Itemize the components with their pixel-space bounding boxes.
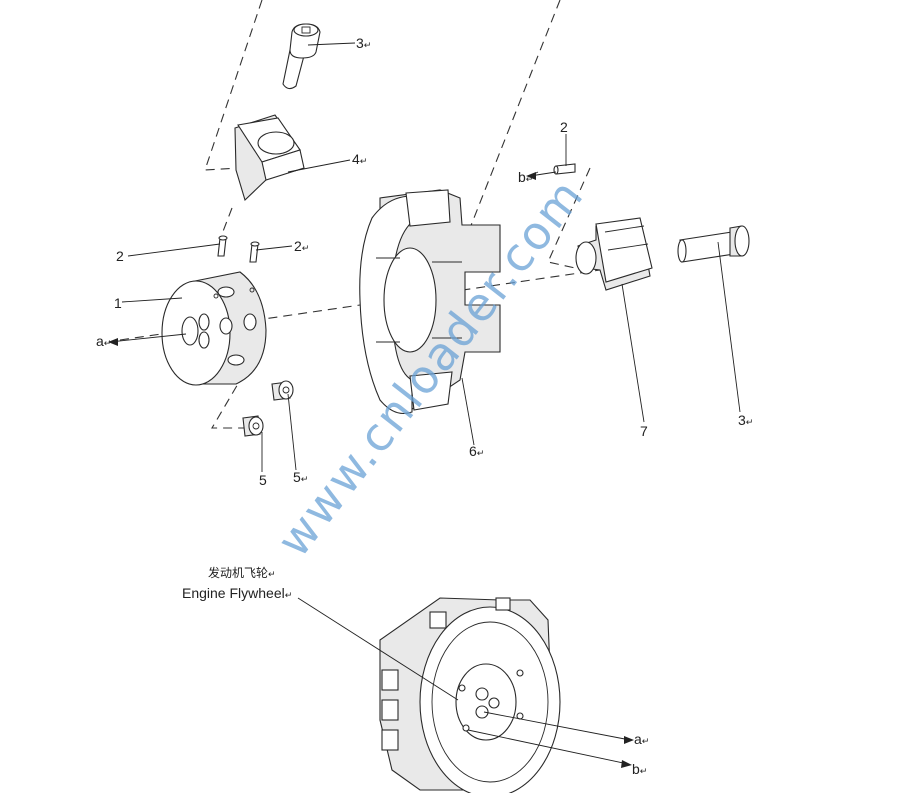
flywheel-label-cn: 发动机飞轮↵ [208,565,276,580]
callout-spider: 6↵ [469,443,484,459]
callout-bushing-left: 5 [259,472,267,488]
callout-pin-left: 2 [116,248,124,264]
return-mark: ↵ [746,417,754,427]
callout-clamp-right: 7 [640,423,648,439]
leader-lines [108,42,741,768]
return-mark: ↵ [268,569,276,579]
callout-clamp-top: 4↵ [352,151,367,167]
callout-pin-top-right: 2 [560,119,568,135]
bolt-top [282,23,321,90]
arrow-a-bottom-head [624,736,634,744]
callout-arrow-a-bottom: a↵ [634,731,649,747]
clamp-right [575,217,653,291]
flywheel-label-en: Engine Flywheel↵ [182,585,292,601]
callout-flange: 1 [114,295,122,311]
callout-pin-mid: 2↵ [294,238,309,254]
pin-top-right [553,163,576,175]
return-mark: ↵ [477,448,485,458]
return-mark: ↵ [301,474,309,484]
flange-part [161,271,267,386]
return-mark: ↵ [360,156,368,166]
callout-arrow-a-top: a↵ [96,333,111,349]
arrow-b-top-head [526,172,536,180]
callout-bolt-right: 3↵ [738,412,753,428]
pin-mid [249,241,260,263]
return-mark: ↵ [364,40,372,50]
return-mark: ↵ [640,766,648,776]
clamp-top [234,114,305,202]
return-mark: ↵ [642,736,650,746]
return-mark: ↵ [104,338,112,348]
bushing-right [271,380,294,401]
arrow-b-bottom-head [621,760,632,768]
bushing-left [242,415,264,437]
callout-arrow-b-bottom: b↵ [632,761,647,777]
engine-flywheel [379,597,561,793]
return-mark: ↵ [285,590,293,600]
bolt-right [677,225,750,263]
return-mark: ↵ [526,174,534,184]
spider-coupling [359,189,501,415]
callout-arrow-b-top: b↵ [518,169,533,185]
return-mark: ↵ [302,243,310,253]
arrow-a-top-head [108,338,118,346]
callout-bolt-top: 3↵ [356,35,371,51]
pin-left [217,235,228,257]
flywheel-label: 发动机飞轮↵ Engine Flywheel↵ [182,565,292,601]
